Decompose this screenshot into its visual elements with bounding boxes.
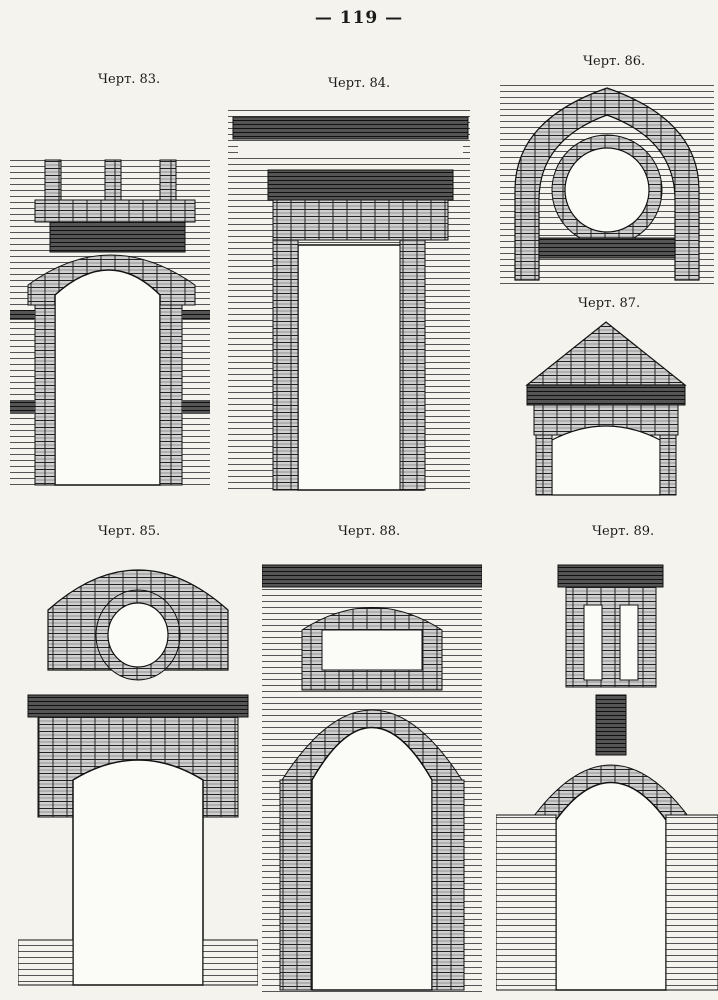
figure-89-drawing [496, 560, 718, 995]
figure-84-drawing [228, 105, 470, 493]
caption-fig-84: Черт. 84. [328, 76, 391, 91]
figure-85-drawing [18, 550, 258, 990]
caption-fig-85: Черт. 85. [98, 524, 161, 539]
caption-fig-83: Черт. 83. [98, 72, 161, 87]
figure-86-drawing [500, 80, 714, 285]
figure-88-drawing [262, 560, 482, 995]
caption-fig-88: Черт. 88. [338, 524, 401, 539]
figure-87-drawing [522, 320, 690, 496]
caption-fig-89: Черт. 89. [592, 524, 655, 539]
caption-fig-87: Черт. 87. [578, 296, 641, 311]
caption-fig-86: Черт. 86. [583, 54, 646, 69]
figure-83-drawing [10, 155, 210, 490]
page-number: — 119 — [314, 8, 404, 28]
